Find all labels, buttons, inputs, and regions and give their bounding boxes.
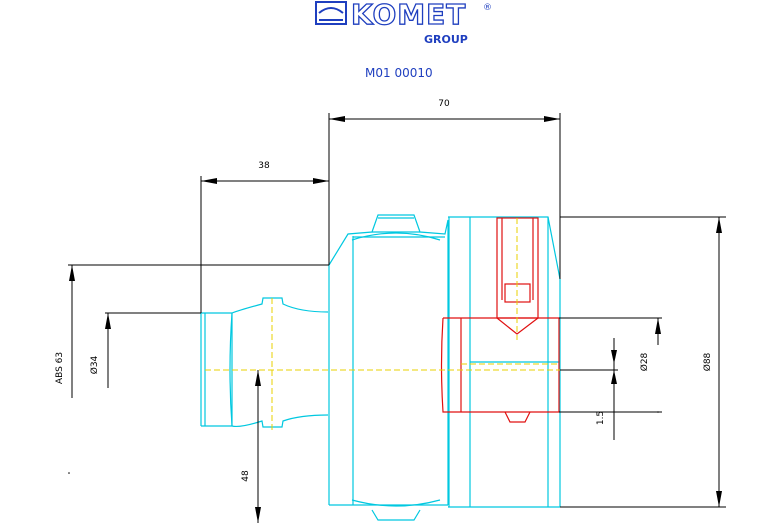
dim-pilot-length: 38 <box>258 161 270 171</box>
komet-logo: KOMET ® GROUP <box>315 0 492 46</box>
dim-abs-size: ABS 63 <box>55 352 65 384</box>
flange <box>448 216 561 508</box>
pilot-shank <box>200 297 329 428</box>
dim-bore-diameter: Ø28 <box>639 352 650 371</box>
clamping-screw <box>440 217 560 423</box>
dimension-arrows <box>69 116 722 523</box>
registered-mark: ® <box>483 3 492 13</box>
brand-sub: GROUP <box>424 33 468 46</box>
dimension-lines <box>68 113 726 523</box>
dim-eccentric-offset: 1.5 <box>596 411 606 425</box>
dim-pilot-diameter: Ø34 <box>89 355 100 374</box>
main-body <box>328 214 449 521</box>
dim-body-diameter: Ø88 <box>702 352 713 371</box>
stray-dot <box>657 411 659 413</box>
part-number: M01 00010 <box>365 66 433 80</box>
dim-overall-length: 70 <box>438 99 450 109</box>
centerlines <box>205 218 560 430</box>
tool-geometry <box>200 214 561 521</box>
brand-wordmark: KOMET <box>351 0 466 31</box>
dim-center-offset: 48 <box>241 470 251 482</box>
stray-dot <box>68 472 70 474</box>
komet-logo-emblem <box>315 1 347 25</box>
